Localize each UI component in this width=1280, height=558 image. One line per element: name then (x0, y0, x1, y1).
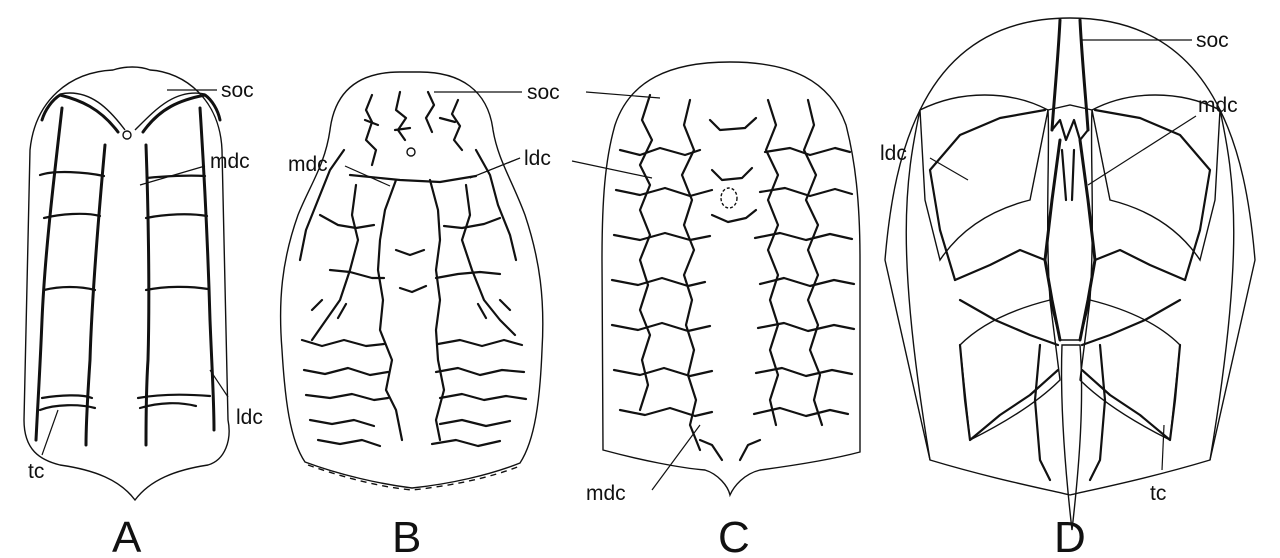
panel-a-letter: A (112, 513, 142, 558)
panel-c-canals (612, 95, 854, 460)
panel-c-letter: C (718, 513, 750, 558)
panel-a-label-ldc: ldc (236, 406, 263, 429)
panel-a-canals (36, 95, 220, 445)
panel-b-label-soc: soc (527, 81, 560, 104)
panel-d-canals (930, 20, 1210, 480)
panel-c-pineal (721, 188, 737, 208)
shared-ldc-leader-b (470, 158, 520, 178)
panel-c-label-mdc: mdc (586, 482, 626, 505)
panel-c-mdc-leader (652, 425, 700, 490)
shared-labels (470, 158, 520, 178)
panel-c: mdc C (572, 62, 860, 558)
panel-d-label-ldc: ldc (880, 142, 907, 165)
panel-b-outline (281, 72, 543, 488)
panel-d-mdc-leader (1088, 116, 1196, 185)
panel-a-shield-line (60, 93, 205, 130)
panel-b-letter: B (392, 513, 421, 558)
panel-b: soc ldc mdc B (281, 72, 560, 558)
panel-d-label-soc: soc (1196, 29, 1229, 52)
panel-a-label-tc: tc (28, 460, 44, 483)
panel-a-tc-leader (42, 410, 58, 455)
panel-d-ldc-leader (930, 158, 968, 180)
panel-b-pineal (407, 148, 415, 156)
panel-a: soc mdc ldc tc A (24, 67, 263, 558)
panel-b-dashed (308, 465, 520, 490)
panel-c-outline (602, 62, 860, 495)
panel-d-label-mdc: mdc (1198, 94, 1238, 117)
panel-d-tc-leader (1162, 425, 1164, 470)
panel-a-label-mdc: mdc (210, 150, 250, 173)
panel-a-pineal (123, 131, 131, 139)
panel-d: soc mdc ldc tc D (880, 18, 1255, 558)
panel-a-label-soc: soc (221, 79, 254, 102)
panel-d-outline (885, 18, 1255, 495)
panel-d-plates (920, 95, 1220, 530)
panel-d-letter: D (1054, 513, 1086, 558)
panel-a-outline (24, 67, 229, 500)
panel-b-canals (300, 92, 526, 446)
panel-b-label-mdc: mdc (288, 153, 328, 176)
panel-d-label-tc: tc (1150, 482, 1166, 505)
panel-b-label-ldc: ldc (524, 147, 551, 170)
